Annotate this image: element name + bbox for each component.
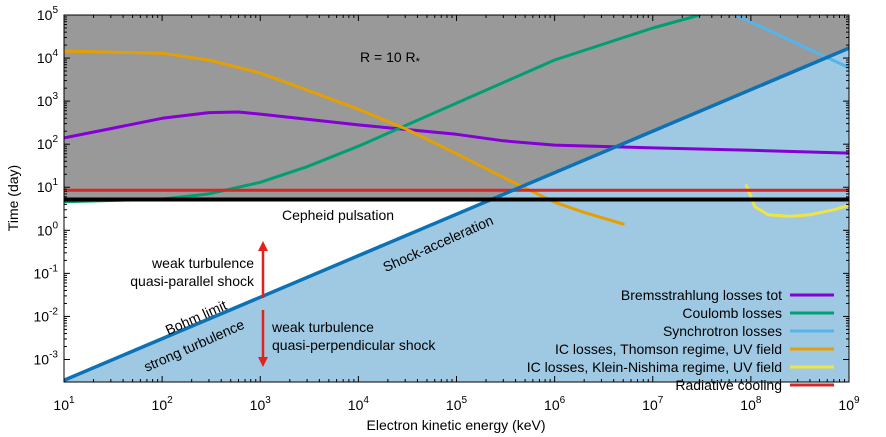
y-tick-label: 103 [37,91,59,109]
y-tick-label: 102 [37,134,59,152]
series-line-2 [734,15,849,70]
legend-label-3: IC losses, Thomson regime, UV field [555,341,782,357]
x-tick-label: 107 [642,395,664,413]
x-tick-label: 103 [250,395,272,413]
weak-perpendicular-line1: weak turbulence [271,319,374,335]
shock-acceleration-line [64,46,849,382]
x-tick-label: 101 [53,395,75,413]
series-line-1 [64,15,702,204]
legend-label-2: Synchrotron losses [663,323,782,339]
x-tick-label: 104 [348,395,370,413]
x-tick-label: 106 [544,395,566,413]
legend-label-5: Radiative cooling [675,377,782,393]
ticks-layer: 101 102 103 104 105 106 107 108 109 10-3 10-2 10-1 1… [34,5,860,413]
series-line-3 [64,49,625,226]
weak-perpendicular-line2: quasi-perpendicular shock [272,337,436,353]
series-layer [64,15,849,226]
radius-annotation: R = 10 R* [360,49,421,68]
x-tick-label: 102 [152,395,174,413]
y-tick-label: 104 [37,48,59,66]
legend-label-4: IC losses, Klein-Nishima regime, UV fiel… [527,359,782,375]
y-tick-label: 10-2 [34,306,59,324]
x-tick-label: 108 [740,395,762,413]
weak-parallel-line2: quasi-parallel shock [130,273,255,289]
x-tick-label: 105 [446,395,468,413]
legend-label-0: Bremsstrahlung losses tot [621,287,782,303]
y-axis-label: Time (day) [5,165,21,231]
legend-label-1: Coulomb losses [682,305,782,321]
cepheid-label: Cepheid pulsation [282,207,394,223]
y-tick-label: 100 [37,220,59,238]
y-tick-label: 10-1 [34,263,59,281]
series-line-0 [64,110,849,155]
y-tick-label: 101 [37,177,59,195]
series-line-4 [744,184,849,218]
y-tick-label: 105 [37,5,59,23]
weak-parallel-line1: weak turbulence [151,255,254,271]
x-axis-label: Electron kinetic energy (keV) [367,417,546,433]
x-tick-label: 109 [838,395,860,413]
y-tick-label: 10-3 [34,349,59,367]
